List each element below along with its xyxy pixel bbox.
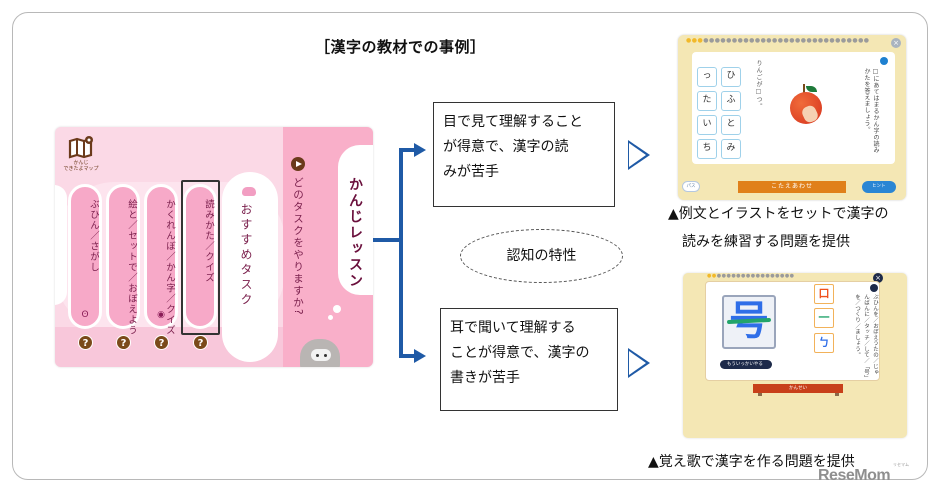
help-icon[interactable]: ? [154, 335, 169, 350]
task-label: 読みかた／クイズ [203, 199, 214, 283]
mascot-eye [324, 354, 327, 357]
map-label-line1: かんじ [73, 160, 89, 166]
lesson-title: かんじレッスン [347, 177, 363, 289]
trait-line: ことが得意で、漢字の [450, 345, 590, 361]
slide-frame [12, 12, 928, 480]
kana-choice[interactable]: と [721, 115, 741, 135]
trait-line: 書きが苦手 [450, 370, 520, 386]
mascot-eye [316, 354, 319, 357]
caption-reading-line2: 読みを練習する問題を提供 [682, 234, 850, 250]
recommend-label: おすすめタスク [239, 203, 253, 308]
kana-choice[interactable]: ち [697, 139, 717, 159]
kana-choice[interactable]: み [721, 139, 741, 159]
check-answer-button[interactable]: こたえあわせ [738, 181, 846, 193]
watermark-ruby: リセマム [893, 462, 909, 467]
trait-box-visual: 目で見て理解すること が得意で、漢字の読 みが苦手 [433, 102, 615, 207]
close-icon[interactable]: × [873, 273, 883, 283]
triangle-arrow-inner [629, 351, 646, 375]
kanji-part-button[interactable]: ㄅ [814, 333, 834, 353]
play-audio-icon[interactable] [870, 284, 878, 292]
progress-dots-done: ●●● [686, 37, 704, 44]
ear-icon: ʘ [81, 310, 89, 320]
progress-dots-remaining: ●●●●●●●●●●●●●●●● [716, 273, 795, 279]
play-audio-icon[interactable] [880, 57, 888, 65]
trait-line: 目で見て理解すること [443, 114, 583, 130]
resemom-watermark: ReseMom [818, 467, 891, 484]
trait-line: が得意で、漢字の読 [443, 139, 569, 155]
slide-title: ［漢字の教材での事例］ [315, 38, 486, 56]
mascot-face [311, 349, 331, 361]
task-label: ぶひん／さがし [88, 199, 99, 273]
help-icon[interactable]: ? [78, 335, 93, 350]
arrow-right-icon [414, 143, 426, 157]
kana-choice-grid: っ ひ た ふ い と ち み [697, 67, 741, 159]
task-pill-parts-search[interactable]: ぶひん／さがし ʘ [68, 184, 102, 329]
kana-choice[interactable]: い [697, 115, 717, 135]
help-icon[interactable]: ? [193, 335, 208, 350]
kana-choice[interactable]: っ [697, 67, 717, 87]
recommend-cat-icon [242, 187, 256, 196]
thought-bubble [333, 305, 341, 313]
help-icon[interactable]: ? [116, 335, 131, 350]
triangle-arrow-inner [629, 143, 646, 167]
recommend-cloud [222, 172, 278, 362]
retry-button[interactable]: もういっかいやる [720, 360, 772, 369]
complete-button[interactable]: かんせい [753, 384, 843, 393]
map-label[interactable]: かんじ できたよマップ [59, 160, 103, 172]
progress-dots-done: ●● [707, 273, 717, 279]
kanji-lesson-app-screenshot: かんじ できたよマップ ぶひん／さがし ʘ 絵と／セットで／おぼえよう かくれん… [55, 127, 373, 367]
progress-dots: ●●●●●●●●●●●●●●●●●● [707, 273, 795, 279]
kana-choice[interactable]: ふ [721, 91, 741, 111]
selection-highlight [181, 180, 220, 335]
apple-stem [803, 84, 805, 93]
trait-line: 耳で聞いて理解する [450, 320, 576, 336]
close-icon[interactable]: × [891, 38, 901, 48]
map-label-line2: できたよマップ [63, 166, 99, 172]
cognitive-traits-label: 認知の特性 [506, 248, 577, 264]
question-instruction: ぶひんを／おぼえうたの／じゅんばんに／タッチ／して／「号」を／つくり／ましょう。 [854, 294, 878, 379]
apple-leaf [806, 86, 817, 92]
thought-bubble [328, 315, 333, 320]
trait-line: みが苦手 [443, 164, 499, 180]
connector-vertical [399, 148, 403, 358]
task-pill-hide-and-seek-quiz[interactable]: かくれんぼ／かん字／クイズ ◉ [144, 184, 178, 336]
hint-button[interactable]: ヒント [862, 181, 896, 193]
map-icon[interactable] [67, 135, 95, 159]
target-icon: ◉ [157, 310, 165, 320]
connector-branch-top [399, 148, 415, 152]
progress-dots: ●●●●●●●●●●●●●●●●●●●●●●●●●●●●●●●● [686, 37, 870, 44]
task-question: どのタスクをやりますか? [292, 177, 304, 317]
task-pill-picture-set[interactable]: 絵と／セットで／おぼえよう [106, 184, 140, 336]
desk-leg [835, 393, 839, 396]
kanji-part-button[interactable]: 口 [814, 284, 834, 304]
title-cloud [338, 145, 373, 295]
example-sentence: りんごが□つ。 [755, 60, 762, 110]
connector-branch-bottom [399, 354, 415, 358]
progress-dots-remaining: ●●●●●●●●●●●●●●●●●●●●●●●●●●●●● [703, 37, 870, 44]
offscreen-task-pill[interactable] [55, 185, 67, 305]
pass-button[interactable]: パス [682, 181, 700, 192]
trait-box-auditory: 耳で聞いて理解する ことが得意で、漢字の 書きが苦手 [440, 308, 618, 411]
cognitive-traits-ellipse [460, 229, 623, 283]
connector-trunk [373, 238, 403, 242]
arrow-right-icon [414, 349, 426, 363]
question-instruction: □にあてはまるかん字の読みかたを答えましょう。 [863, 68, 879, 154]
desk-leg [758, 393, 762, 396]
kana-choice[interactable]: た [697, 91, 717, 111]
kanji-part-button[interactable]: 一 [814, 308, 834, 328]
task-label: 絵と／セットで／おぼえよう [126, 199, 137, 336]
task-label: かくれんぼ／かん字／クイズ [164, 199, 175, 336]
kana-choice[interactable]: ひ [721, 67, 741, 87]
play-audio-icon[interactable] [291, 157, 305, 171]
caption-reading-line1: ▲例文とイラストをセットで漢字の [668, 206, 889, 222]
caption-writing: ▲覚え歌で漢字を作る問題を提供 [648, 454, 855, 470]
task-pill-reading-quiz[interactable]: 読みかた／クイズ [183, 184, 217, 329]
